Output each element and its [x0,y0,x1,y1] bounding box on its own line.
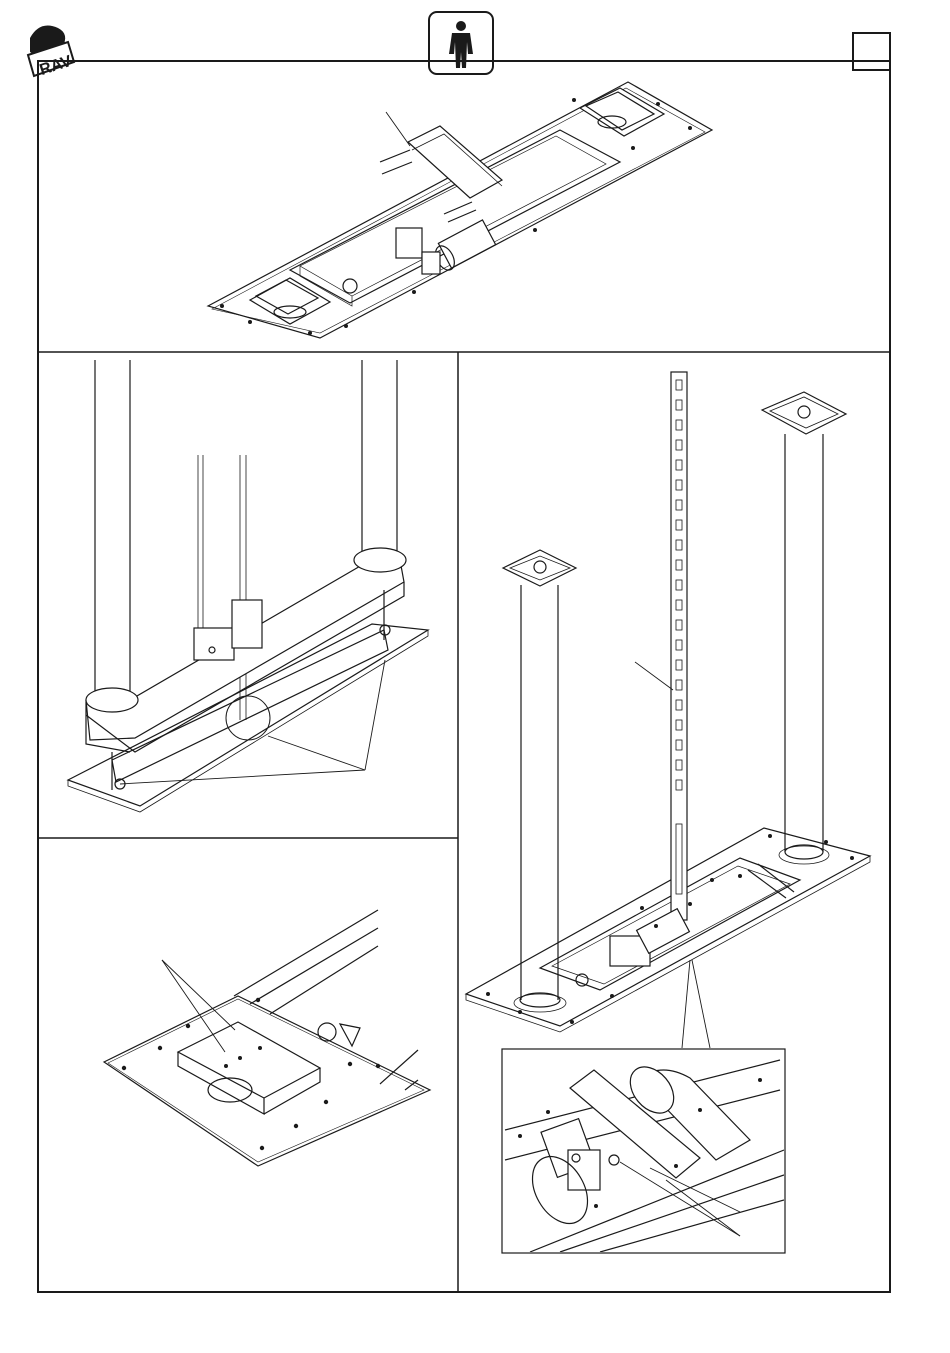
page-number-box [853,33,890,70]
lift-base-frame-drawing [208,82,712,338]
hydraulic-unit-detail-drawing [502,1049,785,1253]
base-plate-detail-drawing [104,910,430,1166]
operator-person-icon [429,12,493,74]
column-assembly-drawing [466,372,870,1048]
lift-crossbeam-drawing [68,360,428,812]
rav-logo: RAV [28,26,74,79]
